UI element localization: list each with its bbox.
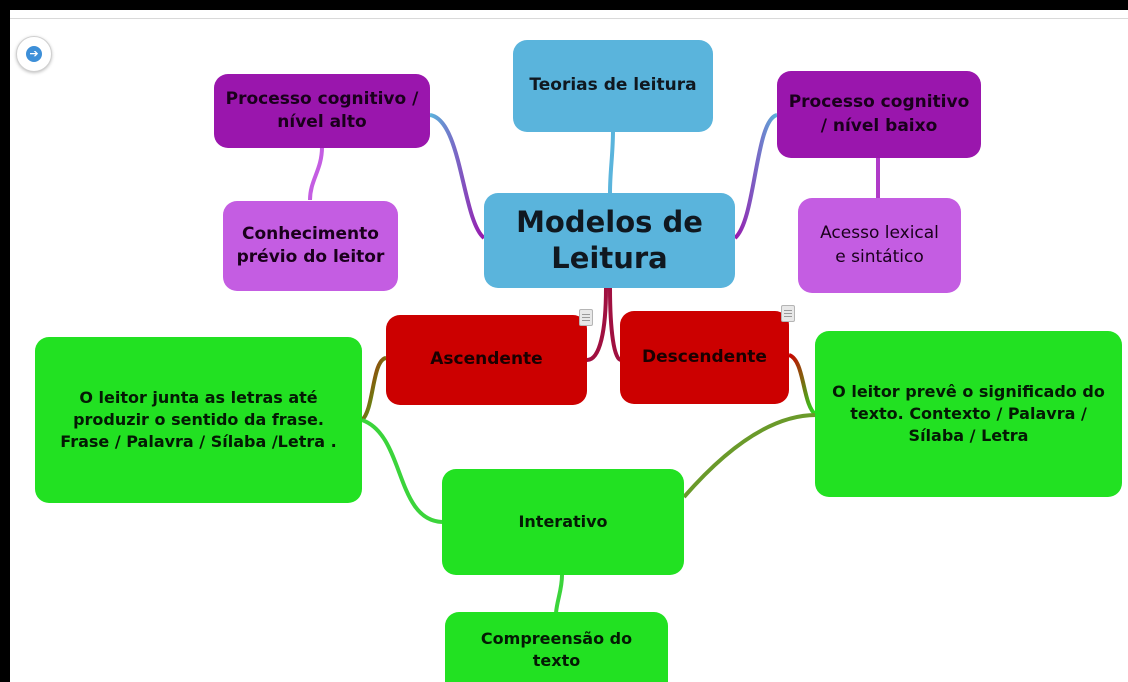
node-central[interactable]: Modelos de Leitura — [484, 193, 735, 288]
node-ascendente-description-line1: O leitor junta as letras até — [79, 387, 318, 407]
navigate-button[interactable]: ➔ — [16, 36, 52, 72]
node-ascendente-label: Ascendente — [430, 349, 543, 370]
node-compreensao-line2: texto — [532, 651, 581, 671]
link-central-theories — [608, 129, 615, 194]
node-descendente[interactable]: Descendente — [620, 311, 789, 404]
link-interativo-compreensao — [554, 574, 564, 614]
node-descendente-description-line3: Sílaba / Letra — [908, 426, 1029, 446]
node-descendente-description[interactable]: O leitor prevê o significado do texto. C… — [815, 331, 1122, 497]
node-prior-knowledge-line1: Conhecimento — [242, 223, 379, 244]
top-divider — [10, 18, 1128, 19]
link-asc-desc-interativo — [361, 418, 443, 524]
node-ascendente-description[interactable]: O leitor junta as letras até produzir o … — [35, 337, 362, 503]
link-descendente-desc — [787, 353, 818, 417]
note-icon[interactable] — [579, 309, 593, 326]
link-ascendente-desc — [360, 356, 387, 422]
node-lexical-access[interactable]: Acesso lexical e sintático — [798, 198, 961, 293]
node-ascendente[interactable]: Ascendente — [386, 315, 587, 405]
connector-lines — [308, 113, 880, 614]
node-prior-knowledge[interactable]: Conhecimento prévio do leitor — [223, 201, 398, 291]
link-desc-desc-interativo — [682, 413, 817, 499]
node-descendente-description-line2: texto. Contexto / Palavra / — [850, 403, 1087, 423]
node-lexical-access-line1: Acesso lexical — [820, 223, 939, 244]
node-cognitive-low-line1: Processo cognitivo — [788, 92, 970, 113]
link-central-descendente — [608, 287, 622, 362]
node-cognitive-high-line2: nível alto — [277, 112, 367, 132]
node-cognitive-high-line1: Processo cognitivo / — [225, 88, 419, 109]
node-theories[interactable]: Teorias de leitura — [513, 40, 713, 132]
link-central-cognitive-high — [429, 113, 486, 240]
node-compreensao[interactable]: Compreensão do texto — [445, 612, 668, 682]
mindmap-canvas: ➔ Teorias de leitura Processo cognitivo … — [10, 10, 1128, 682]
node-ascendente-description-line3: Frase / Palavra / Sílaba /Letra . — [60, 432, 337, 452]
node-central-line2: Leitura — [551, 240, 668, 275]
node-theories-label: Teorias de leitura — [529, 75, 697, 96]
node-cognitive-low-line2: / nível baixo — [820, 115, 938, 136]
node-cognitive-high[interactable]: Processo cognitivo / nível alto — [214, 74, 430, 148]
node-compreensao-line1: Compreensão do — [480, 629, 633, 648]
node-descendente-description-line1: O leitor prevê o significado do — [832, 381, 1105, 401]
node-central-line1: Modelos de — [516, 205, 703, 240]
node-cognitive-low[interactable]: Processo cognitivo / nível baixo — [777, 71, 981, 158]
arrow-right-icon: ➔ — [26, 46, 42, 62]
link-central-ascendente — [586, 287, 608, 362]
note-icon[interactable] — [781, 305, 795, 322]
node-lexical-access-line2: e sintático — [835, 246, 924, 267]
node-ascendente-description-line2: produzir o sentido da frase. — [73, 409, 324, 429]
link-cognitive-high-prior — [308, 146, 324, 201]
node-interativo-label: Interativo — [518, 511, 608, 531]
link-central-cognitive-low — [733, 113, 778, 240]
node-prior-knowledge-line2: prévio do leitor — [236, 247, 385, 267]
node-descendente-label: Descendente — [642, 346, 767, 367]
node-interativo[interactable]: Interativo — [442, 469, 684, 575]
